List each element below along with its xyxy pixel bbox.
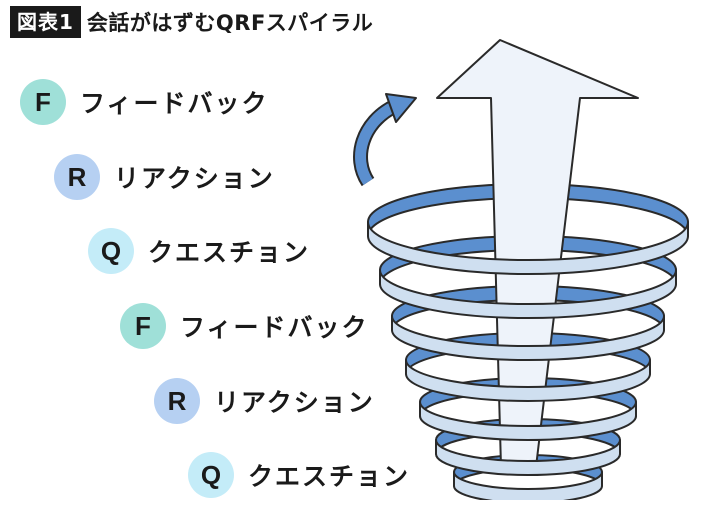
step-letter: R <box>67 161 87 192</box>
figure-number-tag: 図表1 <box>10 6 81 38</box>
step-row: Q クエスチョン <box>88 226 310 276</box>
step-letter: R <box>167 385 187 416</box>
step-letter: Q <box>200 459 222 490</box>
ribbon-front-band <box>391 315 665 361</box>
step-badge: F <box>120 303 166 349</box>
upward-arrow-icon <box>436 39 639 468</box>
step-label: フィードバック <box>80 89 269 118</box>
step-row: Q クエスチョン <box>188 450 410 500</box>
ribbon-front-band <box>379 269 677 319</box>
step-letter: Q <box>100 235 122 266</box>
step-row: F フィードバック <box>20 77 269 127</box>
step-row: R リアクション <box>54 152 275 202</box>
ribbon-front-band <box>453 471 603 500</box>
step-label: リアクション <box>114 164 275 193</box>
step-badge: Q <box>188 452 234 498</box>
figure-header: 図表1 会話がはずむQRFスパイラル <box>10 6 373 38</box>
spiral-ribbon-front <box>367 221 689 500</box>
step-label: クエスチョン <box>248 462 411 491</box>
step-row: R リアクション <box>154 376 375 426</box>
ribbon-front-band <box>435 439 621 476</box>
step-badge: F <box>20 79 66 125</box>
figure-title: 会話がはずむQRFスパイラル <box>86 11 374 35</box>
step-letter: F <box>35 86 51 117</box>
qrf-spiral-graphic <box>353 39 689 500</box>
step-letter: F <box>135 310 151 341</box>
step-badge: R <box>154 378 200 424</box>
ribbon-front-band <box>367 221 689 275</box>
step-label: クエスチョン <box>148 238 311 267</box>
curved-arrow-icon <box>353 93 417 187</box>
step-row: F フィードバック <box>120 301 369 351</box>
step-label: リアクション <box>214 388 375 417</box>
ribbon-front-band <box>419 401 637 441</box>
step-badge: R <box>54 154 100 200</box>
step-label: フィードバック <box>180 313 369 342</box>
ribbon-front-band <box>405 359 651 402</box>
step-badge: Q <box>88 228 134 274</box>
